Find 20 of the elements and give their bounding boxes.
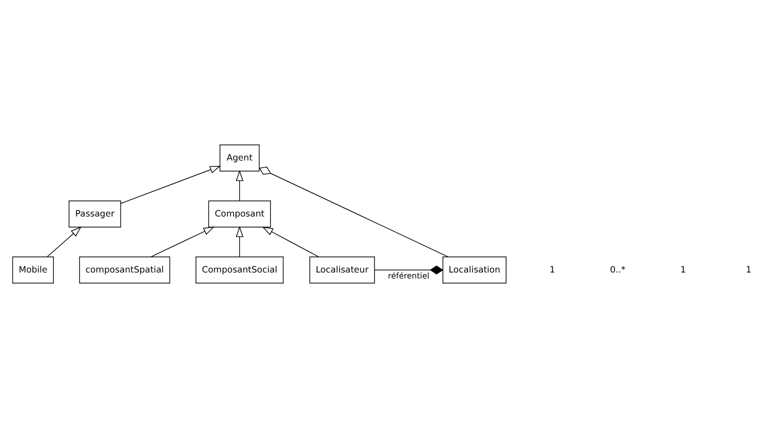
- arrow: [120, 166, 221, 204]
- arrow: [236, 226, 244, 258]
- label: 1: [680, 265, 686, 276]
- node-box: Agent: [220, 144, 260, 172]
- node-box: Localisation: [442, 256, 506, 284]
- node-box: Mobile: [12, 256, 54, 284]
- arrow: [150, 226, 214, 258]
- arrow: [236, 170, 244, 202]
- node-box: ComposantSocial: [196, 256, 284, 284]
- node-box: Composant: [208, 200, 271, 228]
- node-box: composantSpatial: [79, 256, 170, 284]
- label: 0..*: [610, 265, 626, 276]
- node-box: Localisateur: [309, 256, 375, 284]
- connector: [374, 265, 444, 275]
- node-box: Passager: [68, 200, 122, 228]
- connector: [258, 166, 448, 258]
- label: 1: [550, 265, 556, 276]
- arrow: [46, 226, 82, 258]
- arrow: [262, 226, 320, 258]
- label: 1: [746, 265, 752, 276]
